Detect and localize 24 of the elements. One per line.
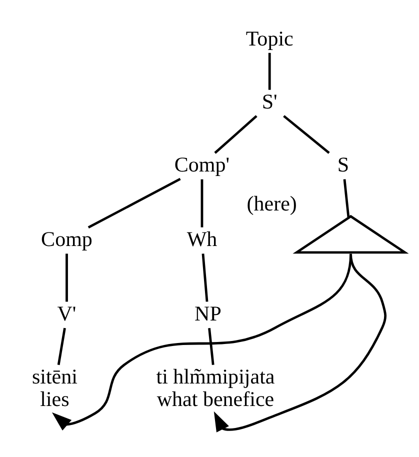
connector [88,178,181,229]
node-text: Topic [246,26,294,50]
node-label: (here) [246,192,297,216]
connector [283,115,330,154]
connector [200,179,204,228]
connector [66,254,68,302]
node-text: Comp [41,226,92,251]
node-text: Wh [186,226,218,251]
connector [268,52,271,90]
node-text: V' [57,301,76,326]
node-text: S' [262,89,278,114]
connector [202,254,208,302]
node-text: sitēni lies [32,364,78,411]
connector [343,179,350,218]
node-triangle [292,214,409,254]
arrow [52,254,352,431]
node-text: NP [194,301,222,326]
connector [214,115,258,154]
connector [208,328,214,365]
node-text: S [337,152,350,177]
node-text: ti hlm̃mipijata what benefice [156,364,275,411]
connector [57,328,66,366]
arrow [214,254,386,432]
node-text: Comp' [174,152,230,177]
